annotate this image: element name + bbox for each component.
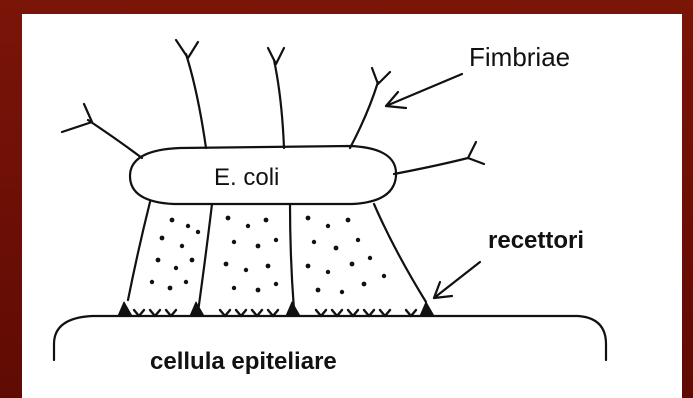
fimbria-3-tip	[268, 48, 284, 64]
fimbria-left	[88, 120, 142, 158]
funnel-right-boundary	[374, 204, 426, 302]
fimbria-2-tip	[176, 40, 198, 58]
fimbriae-outer	[62, 40, 484, 174]
adhesion-diagram	[22, 14, 682, 398]
fimbria-3	[274, 60, 284, 148]
fimbria-inner-2	[290, 204, 294, 310]
funnel-left-boundary	[128, 202, 150, 300]
diagram-panel: Fimbriae E. coli recettori cellula epite…	[22, 14, 682, 398]
recettori-arrow	[434, 262, 480, 298]
fimbria-4-tip	[372, 68, 390, 84]
fimbria-right	[394, 158, 468, 174]
ecoli-label: E. coli	[214, 164, 279, 192]
fimbriae-arrow	[386, 74, 462, 106]
recettori-label: recettori	[488, 227, 584, 255]
fimbria-inner-1	[198, 204, 212, 312]
fimbria-right-tip	[468, 142, 484, 164]
fimbria-left-tip	[62, 104, 92, 132]
receptor-dots	[150, 216, 386, 295]
fimbria-2	[186, 54, 206, 148]
fimbriae-label: Fimbriae	[469, 42, 570, 73]
cellula-epiteliare-label: cellula epiteliare	[150, 348, 337, 376]
fimbria-4	[350, 82, 378, 148]
